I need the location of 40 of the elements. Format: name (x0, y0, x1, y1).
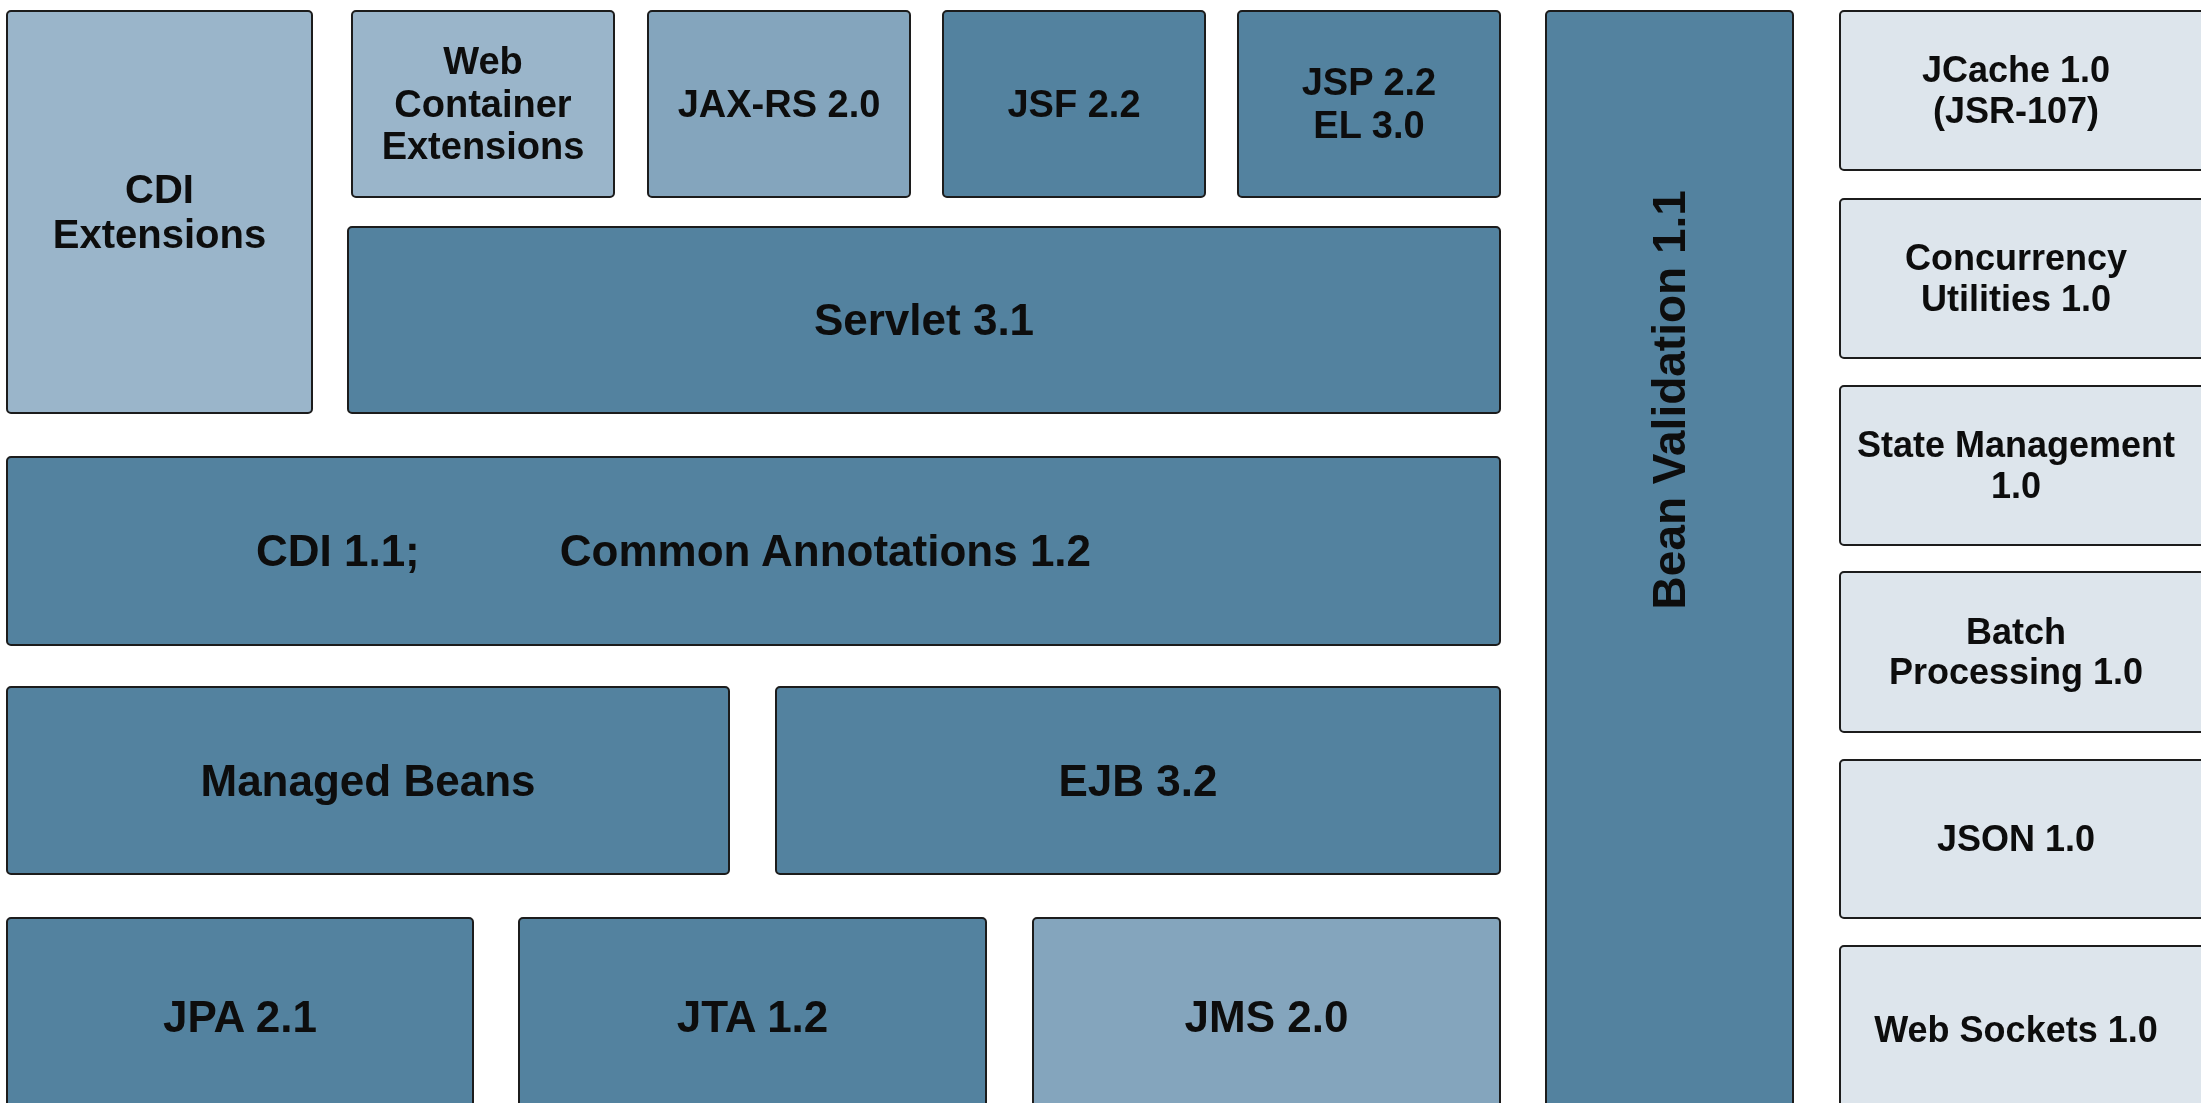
component-box (351, 10, 615, 198)
component-box (1839, 571, 2201, 733)
component-label: EJB 3.2 (1058, 755, 1218, 806)
component-label: Web Sockets 1.0 (1874, 1009, 2158, 1051)
component-box (518, 917, 987, 1103)
component-label: EL 3.0 (1313, 104, 1425, 147)
component-box (647, 10, 911, 198)
component-label: JMS 2.0 (1184, 992, 1349, 1042)
component-box (1237, 10, 1501, 198)
component-label: Concurrency Utilities 1.0 (1903, 238, 2129, 319)
component-label: State Management 1.0 (1855, 425, 2177, 506)
component-label: CDI Extensions (51, 167, 268, 257)
component-label: Servlet 3.1 (813, 295, 1035, 345)
component-box (942, 10, 1206, 198)
component-label: JPA 2.1 (162, 992, 318, 1042)
component-box (1839, 945, 2201, 1103)
component-label: JTA 1.2 (676, 992, 829, 1042)
component-box (6, 456, 1501, 646)
component-label: Common Annotations 1.2 (559, 526, 1092, 576)
component-label: Bean Validation 1.1 (1643, 190, 1696, 610)
component-box (1545, 10, 1794, 1103)
component-label: JSF 2.2 (1007, 82, 1141, 126)
component-box (1839, 10, 2201, 171)
component-box (6, 10, 313, 414)
component-label: JSP 2.2 (1301, 61, 1437, 104)
component-box (1839, 759, 2201, 919)
component-label: JSON 1.0 (1936, 818, 2096, 860)
component-box (1839, 198, 2201, 359)
component-label: JAX-RS 2.0 (677, 82, 881, 126)
component-label: JCache 1.0 (JSR-107) (1920, 50, 2112, 131)
component-box (1839, 385, 2201, 546)
component-box (347, 226, 1501, 414)
component-label: Web Container Extensions (380, 40, 586, 168)
component-box (6, 917, 474, 1103)
component-box (775, 686, 1501, 875)
component-label: CDI 1.1; (255, 526, 420, 576)
component-label: Managed Beans (200, 755, 536, 806)
component-label: Batch Processing 1.0 (1887, 611, 2145, 693)
component-box (6, 686, 730, 875)
component-box (1032, 917, 1501, 1103)
